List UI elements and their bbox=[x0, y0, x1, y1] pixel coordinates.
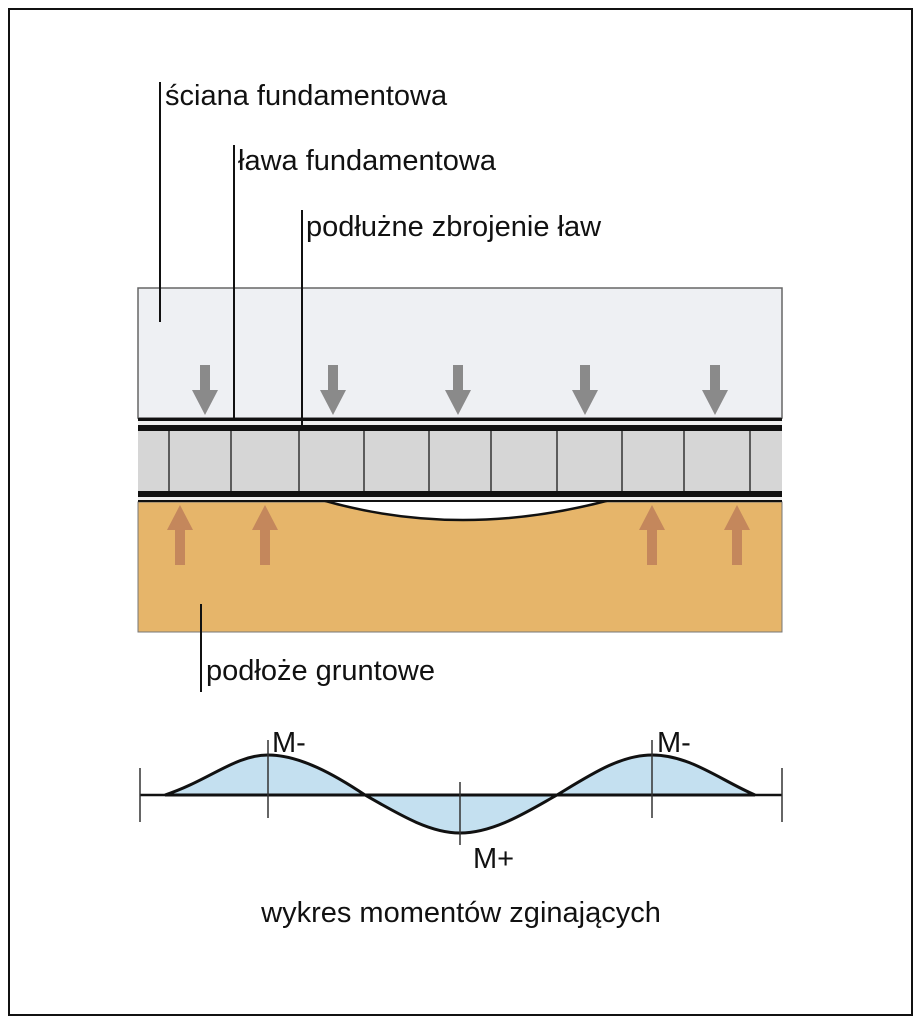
label-moment-diagram: wykres momentów zginających bbox=[260, 897, 661, 929]
label-moment-pos: M+ bbox=[473, 843, 514, 875]
label-moment-neg-left: M- bbox=[272, 727, 306, 759]
label-soil: podłoże gruntowe bbox=[206, 655, 435, 687]
leader-lines bbox=[159, 82, 303, 692]
footing bbox=[138, 418, 782, 502]
reaction-arrow bbox=[724, 505, 750, 565]
load-arrow bbox=[192, 365, 218, 415]
label-footing: ława fundamentowa bbox=[238, 145, 497, 177]
load-arrow bbox=[572, 365, 598, 415]
load-arrow bbox=[702, 365, 728, 415]
reaction-arrow bbox=[167, 505, 193, 565]
load-arrow bbox=[445, 365, 471, 415]
load-arrows bbox=[192, 365, 728, 415]
reaction-arrow bbox=[639, 505, 665, 565]
reaction-arrows bbox=[167, 505, 750, 565]
reaction-arrow bbox=[252, 505, 278, 565]
label-wall: ściana fundamentowa bbox=[165, 80, 448, 112]
label-moment-neg-right: M- bbox=[657, 727, 691, 759]
label-reinforcement: podłużne zbrojenie ław bbox=[306, 211, 602, 243]
soil bbox=[137, 501, 783, 633]
soil-void bbox=[321, 498, 611, 522]
moment-diagram: M- M- M+ bbox=[139, 727, 783, 875]
load-arrow bbox=[320, 365, 346, 415]
